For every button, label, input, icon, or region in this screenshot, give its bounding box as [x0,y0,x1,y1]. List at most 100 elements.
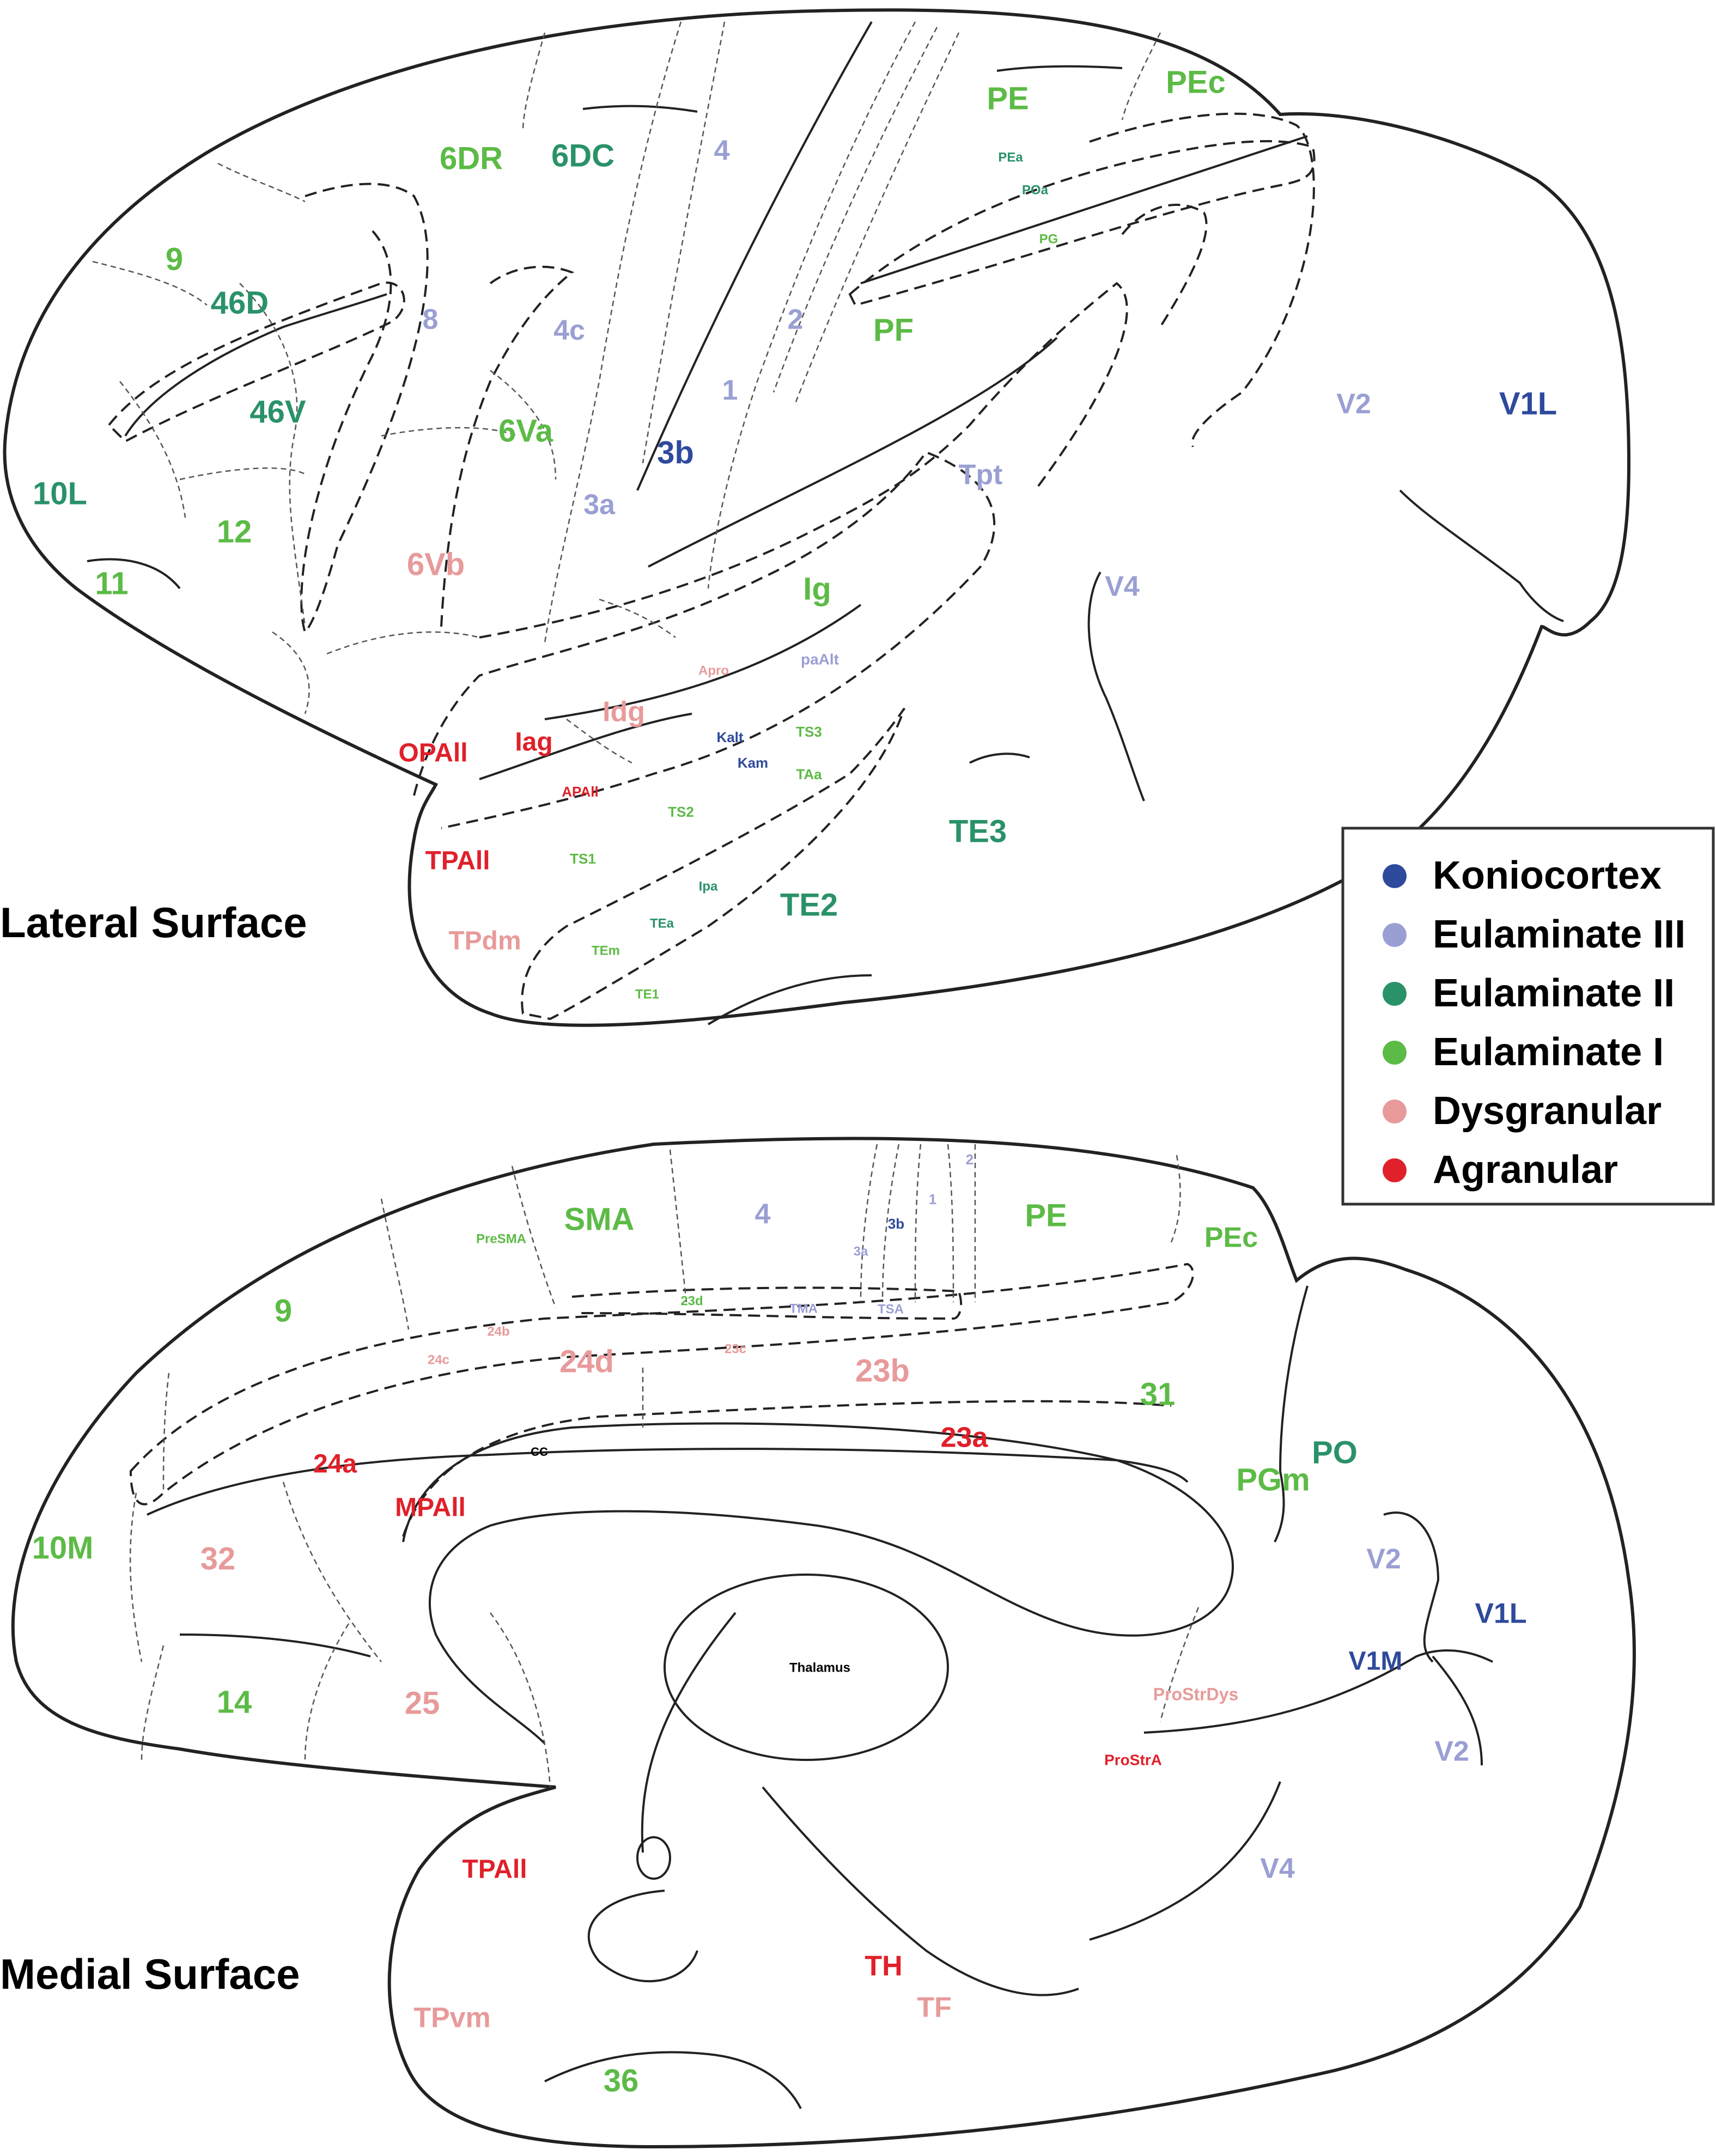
legend-dot [1383,1158,1407,1182]
medial-area-label: V2 [1434,1736,1469,1768]
lateral-area-label: PG [1039,232,1058,246]
lateral-area-label: V2 [1336,388,1371,420]
medial-area-label: 23c [725,1341,746,1356]
lateral-area-label: 6Va [498,413,553,448]
legend-label: Eulaminate III [1433,913,1685,956]
medial-area-label: PO [1312,1435,1358,1470]
lateral-area-label: POa [1022,183,1049,197]
legend-box [1341,827,1715,1206]
lateral-area-label: 3b [657,435,694,470]
medial-sulci [147,1285,1493,2109]
lateral-area-label: TEa [650,916,674,931]
lateral-area-label: TE2 [780,887,838,922]
medial-sulcal-banks [129,1262,1194,1537]
medial-area-label: TSA [878,1302,904,1316]
medial-area-label: SMA [564,1201,635,1237]
lateral-area-boundaries [92,21,1161,764]
lateral-brain-outline [3,8,1631,1027]
lateral-area-label: 1 [722,375,738,406]
medial-area-label: 4 [755,1199,771,1230]
lateral-area-label: PEa [998,150,1023,165]
lateral-area-label: PEc [1166,64,1226,100]
legend-label: Agranular [1433,1148,1618,1192]
medial-area-label: 23d [680,1293,703,1308]
medial-area-label: 14 [217,1684,252,1720]
lateral-sulcal-banks [107,112,1316,1021]
lateral-area-label: V1L [1499,386,1557,421]
lateral-area-label: 6DC [551,138,614,173]
medial-area-label: TF [917,1992,952,2024]
medial-area-label: 32 [200,1541,236,1576]
medial-area-label: 24d [559,1344,614,1379]
medial-brain-outline [11,1137,1636,2149]
medial-area-label: ProStrA [1104,1751,1162,1768]
lateral-area-label: TPdm [448,927,521,956]
lateral-area-label: Apro [698,663,729,678]
legend-label: Dysgranular [1433,1089,1662,1133]
medial-area-label: 9 [275,1293,292,1328]
medial-area-label: 24b [487,1324,509,1339]
lateral-area-label: Kalt [716,729,743,745]
lateral-area-label: 3a [583,489,616,521]
lateral-area-label: OPAll [398,739,467,768]
medial-area-label: TH [865,1951,902,1982]
lateral-area-label: Iag [515,728,552,757]
lateral-area-label: TS1 [570,851,596,867]
lateral-area-label: V4 [1105,571,1140,603]
medial-area-boundaries [129,1144,1200,1788]
legend-dot [1383,1100,1407,1123]
lateral-area-label: 6Vb [407,546,465,582]
lateral-area-label: 4c [553,315,585,347]
lateral-area-label: TPAll [425,847,490,876]
medial-area-label: Thalamus [789,1660,850,1675]
lateral-area-label: 6DR [440,141,503,176]
medial-area-label: PreSMA [476,1231,526,1246]
legend-label: Koniocortex [1433,854,1662,897]
lateral-area-label: 11 [95,566,128,601]
medial-area-label: PGm [1236,1462,1310,1497]
lateral-area-label: Kam [738,755,768,771]
lateral-area-label: PE [987,81,1029,116]
medial-area-label: V2 [1366,1544,1401,1575]
lateral-surface-title: Lateral Surface [0,898,307,946]
medial-area-label: 36 [604,2063,639,2098]
lateral-area-label: paAlt [801,651,839,667]
legend-label: Eulaminate II [1433,971,1675,1015]
lateral-area-label: 46V [250,394,306,429]
medial-area-label: 2 [966,1151,973,1168]
medial-area-label: 25 [405,1685,440,1721]
legend-dot [1383,923,1407,947]
medial-area-label: PEc [1204,1222,1258,1254]
medial-area-label: V4 [1260,1853,1295,1885]
lateral-area-label: TE3 [949,813,1007,849]
lateral-area-label: TE1 [635,987,659,1001]
lateral-area-label: 12 [217,514,252,549]
medial-area-label: PE [1025,1198,1067,1233]
medial-area-label: 1 [929,1191,936,1207]
lateral-area-label: Idg [603,696,645,728]
medial-area-label: 10M [32,1530,94,1565]
medial-area-label: ProStrDys [1153,1684,1239,1704]
lateral-area-label: Ig [803,571,831,606]
lateral-area-label: 9 [166,241,183,277]
medial-area-label: 3a [854,1244,868,1259]
lateral-area-label: 2 [788,304,804,336]
medial-area-label: TPAll [462,1855,527,1884]
legend-label: Eulaminate I [1433,1030,1664,1074]
legend-dot [1383,982,1407,1006]
medial-area-label: 24c [428,1352,449,1367]
medial-area-label: TMA [789,1301,818,1316]
medial-area-label: MPAll [395,1493,466,1522]
lateral-area-label: Ipa [699,879,718,894]
medial-area-label: V1M [1349,1647,1403,1676]
lateral-area-label: 8 [423,304,439,336]
legend-dot [1383,864,1407,888]
medial-area-label: 31 [1140,1376,1176,1412]
lateral-area-label: 10L [33,476,87,511]
medial-area-label: 23b [855,1353,910,1388]
